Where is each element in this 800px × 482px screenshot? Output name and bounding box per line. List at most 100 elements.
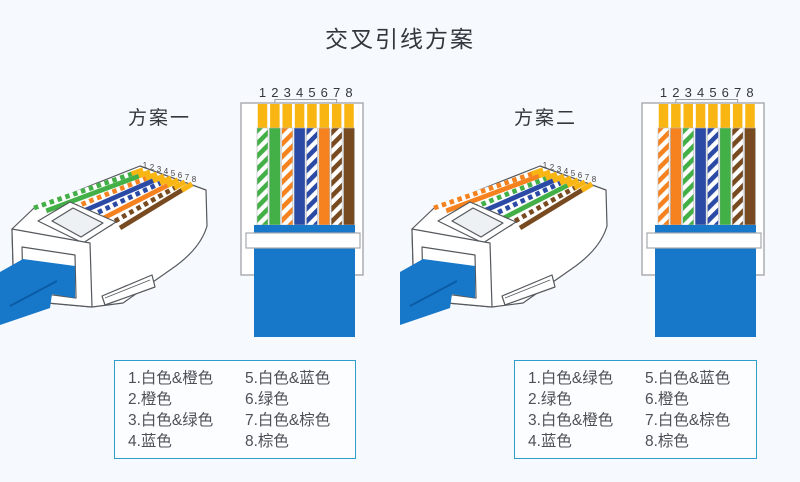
- pin-number-3d: 7: [585, 173, 590, 182]
- legend-item: 6.绿色: [245, 390, 289, 408]
- wire-3d-2: [445, 169, 551, 214]
- legend-item: 6.橙色: [645, 390, 689, 408]
- wire-7: [731, 127, 744, 226]
- pin-number: 7: [333, 85, 340, 100]
- gold-pin: [307, 104, 317, 128]
- wire-3d-7: [106, 179, 187, 228]
- latch-flap: [501, 274, 556, 306]
- legend-box-scheme-2: 1.白色&绿色 5.白色&蓝色 2.绿色 6.橙色 3.白色&橙色 7.白色&棕色 4.蓝色…: [514, 360, 757, 459]
- pin-number-3d: 1: [143, 161, 148, 170]
- pin-number-3d: 2: [550, 163, 555, 172]
- pin-number: 5: [709, 85, 716, 100]
- crimp-band: [646, 232, 762, 249]
- pin-number: 8: [746, 85, 753, 100]
- wire-2: [269, 127, 281, 226]
- gold-pin: [695, 104, 706, 128]
- wire-1: [256, 127, 269, 226]
- pin-number: 3: [685, 85, 692, 100]
- wire-3d-1: [33, 167, 144, 211]
- pin-number-3d: 4: [564, 167, 569, 176]
- pin-number-3d: 6: [578, 171, 583, 180]
- wire-3d-2: [45, 169, 151, 214]
- pin-number: 3: [284, 85, 291, 100]
- legend-item: 8.棕色: [245, 432, 289, 450]
- pin-number-3d: 3: [557, 165, 562, 174]
- latch-bracket-line: [675, 99, 739, 103]
- collar-window: [451, 207, 504, 238]
- wire-3d-1: [433, 167, 544, 211]
- wire-3d-7: [506, 179, 587, 228]
- gold-pin: [344, 104, 354, 128]
- legend-item: 5.白色&蓝色: [645, 369, 731, 387]
- latch-bracket-line: [274, 99, 338, 103]
- pin-number: 8: [345, 85, 352, 100]
- wire-3: [682, 127, 695, 226]
- pin-number-3d: 6: [178, 171, 183, 180]
- gold-pin: [294, 104, 305, 128]
- pin-number: 7: [734, 85, 741, 100]
- legend-item: 5.白色&蓝色: [245, 369, 331, 387]
- legend-item: 1.白色&绿色: [528, 369, 614, 387]
- pin-number: 1: [660, 85, 667, 100]
- pin-number: 5: [308, 85, 315, 100]
- legend-item: 3.白色&橙色: [528, 411, 614, 429]
- legend-item: 2.绿色: [528, 390, 572, 408]
- gold-pin: [282, 104, 292, 128]
- crimp-band: [245, 232, 361, 249]
- wire-1: [657, 127, 670, 226]
- pin-number: 4: [697, 85, 704, 100]
- pin-number-3d: 1: [543, 161, 548, 170]
- pin-number-3d: 2: [150, 163, 155, 172]
- pin-number: 2: [672, 85, 679, 100]
- pin-number: 4: [296, 85, 303, 100]
- collar-window: [51, 207, 104, 238]
- pin-number-3d: 5: [171, 169, 176, 178]
- scheme-2-label: 方案二: [514, 108, 578, 129]
- pin-number-3d: 4: [164, 167, 169, 176]
- wire-4: [293, 127, 306, 226]
- wire-4: [694, 127, 707, 226]
- gold-pin: [732, 104, 743, 128]
- pin-number-3d: 5: [571, 169, 576, 178]
- legend-item: 3.白色&绿色: [128, 411, 214, 429]
- legend-item: 4.蓝色: [528, 432, 572, 450]
- wire-7: [330, 127, 343, 226]
- legend-item: 2.橙色: [128, 390, 172, 408]
- gold-pin: [671, 104, 681, 128]
- pin-number: 6: [722, 85, 729, 100]
- legend-item: 1.白色&橙色: [128, 369, 214, 387]
- pin-number: 1: [259, 85, 266, 100]
- pin-number-3d: 8: [592, 175, 597, 184]
- wire-5: [707, 127, 719, 226]
- wire-5: [306, 127, 318, 226]
- wire-3d-5: [82, 175, 173, 222]
- pin-number: 2: [271, 85, 278, 100]
- wire-6: [719, 127, 732, 226]
- legend-item: 8.棕色: [645, 432, 689, 450]
- scheme-1-label: 方案一: [128, 108, 192, 129]
- gold-pin: [257, 104, 268, 128]
- wire-3d-8: [118, 181, 194, 231]
- gold-pin: [319, 104, 330, 128]
- wire-8: [343, 127, 355, 226]
- wire-3d-5: [482, 175, 573, 222]
- gold-pin: [683, 104, 693, 128]
- pin-number-3d: 7: [185, 173, 190, 182]
- page-title: 交叉引线方案: [325, 26, 475, 52]
- legend-item: 4.蓝色: [128, 432, 172, 450]
- pin-number-3d: 8: [192, 175, 197, 184]
- latch-flap: [101, 274, 156, 306]
- gold-pin: [745, 104, 755, 128]
- gold-pin: [720, 104, 731, 128]
- legend-item: 7.白色&棕色: [645, 411, 731, 429]
- wire-3d-8: [518, 181, 594, 231]
- wire-3d-6: [94, 177, 180, 225]
- pin-number: 6: [321, 85, 328, 100]
- gold-pin: [708, 104, 718, 128]
- wire-3d-6: [494, 177, 580, 225]
